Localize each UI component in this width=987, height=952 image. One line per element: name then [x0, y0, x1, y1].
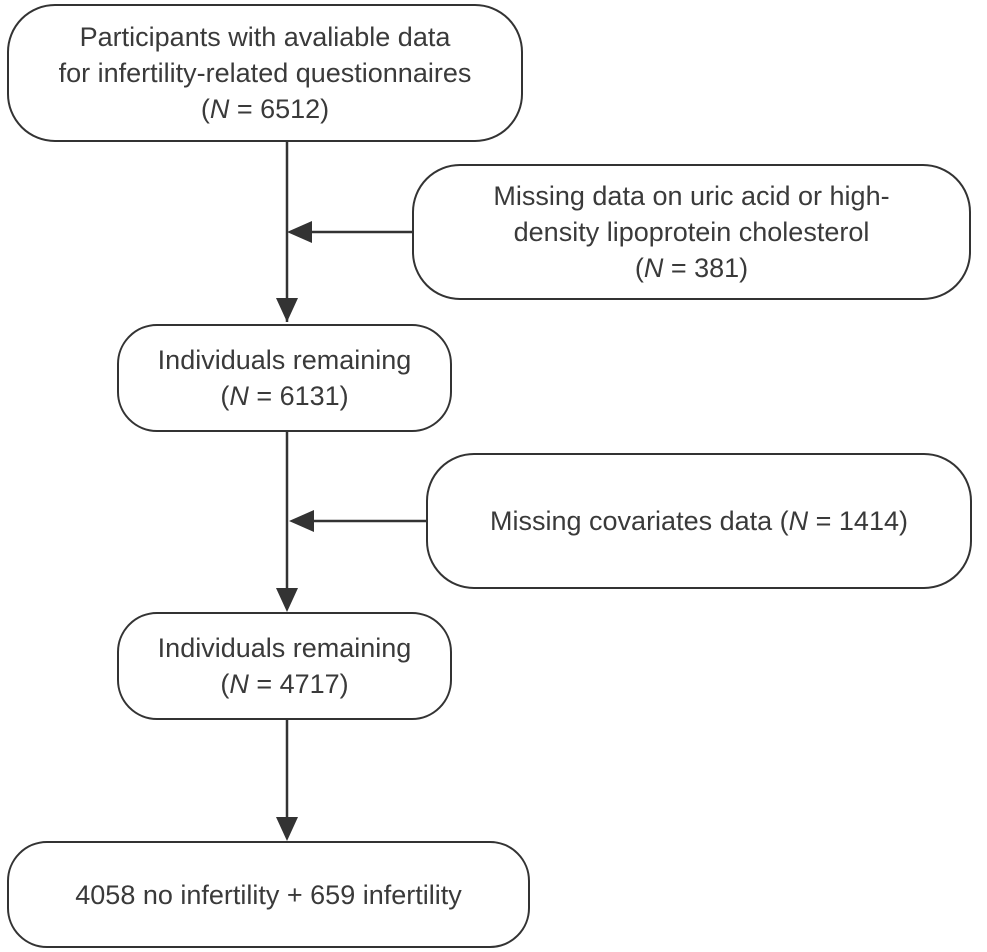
arrowhead-left-2 [289, 510, 314, 532]
exclusion1-line2: density lipoprotein cholesterol [513, 217, 870, 247]
start-line1: Participants with avaliable data [79, 22, 451, 52]
arrowhead-down-1 [276, 298, 298, 322]
arrowhead-down-3 [276, 817, 298, 841]
remaining1-count: (N = 6131) [220, 381, 349, 411]
exclusion1-line1: Missing data on uric acid or high- [493, 181, 890, 211]
remaining1-line1: Individuals remaining [157, 345, 412, 375]
exclusion2-line1: Missing covariates data (N = 1414) [490, 506, 908, 536]
start-count: (N = 6512) [200, 94, 330, 124]
exclusion1-box: Missing data on uric acid or high- densi… [412, 164, 971, 300]
remaining2-box: Individuals remaining (N = 4717) [117, 612, 452, 720]
final-line1: 4058 no infertility + 659 infertility [75, 879, 462, 910]
exclusion2-box: Missing covariates data (N = 1414) [426, 453, 972, 589]
remaining2-count: (N = 4717) [220, 669, 349, 699]
final-box: 4058 no infertility + 659 infertility [7, 841, 530, 948]
exclusion1-count: (N = 381) [634, 253, 749, 283]
arrowhead-down-2 [276, 588, 298, 612]
start-line2: for infertility-related questionnaires [58, 58, 472, 88]
remaining1-box: Individuals remaining (N = 6131) [117, 324, 452, 432]
remaining2-line1: Individuals remaining [157, 633, 412, 663]
arrowhead-left-1 [287, 221, 312, 243]
start-box: Participants with avaliable data for inf… [7, 4, 523, 142]
